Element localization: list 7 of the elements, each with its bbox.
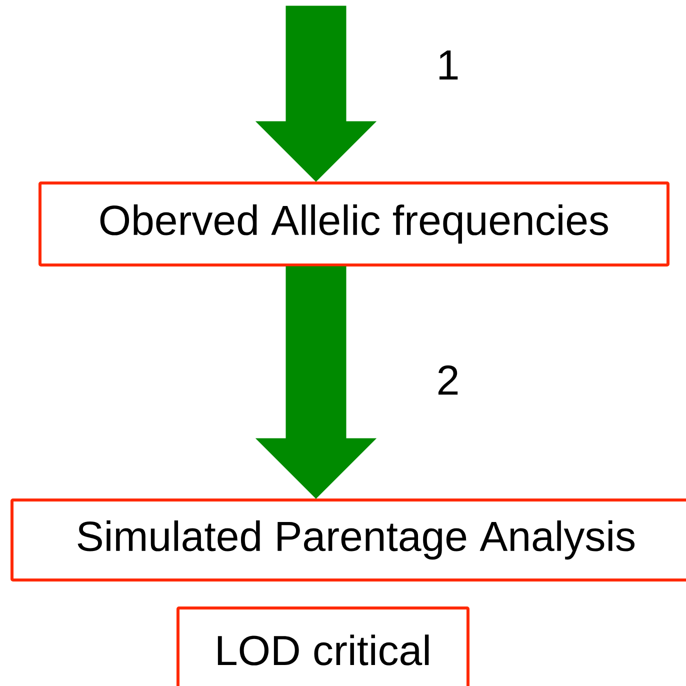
edge-label: 2 xyxy=(435,364,461,396)
block-arrow xyxy=(256,266,376,499)
block-arrow xyxy=(256,6,376,182)
text-box: Simulated Parentage Analysis xyxy=(10,498,686,582)
text-box: LOD critical xyxy=(176,606,470,686)
text-box: Oberved Allelic frequencies xyxy=(38,182,670,266)
edge-label: 1 xyxy=(435,50,461,80)
